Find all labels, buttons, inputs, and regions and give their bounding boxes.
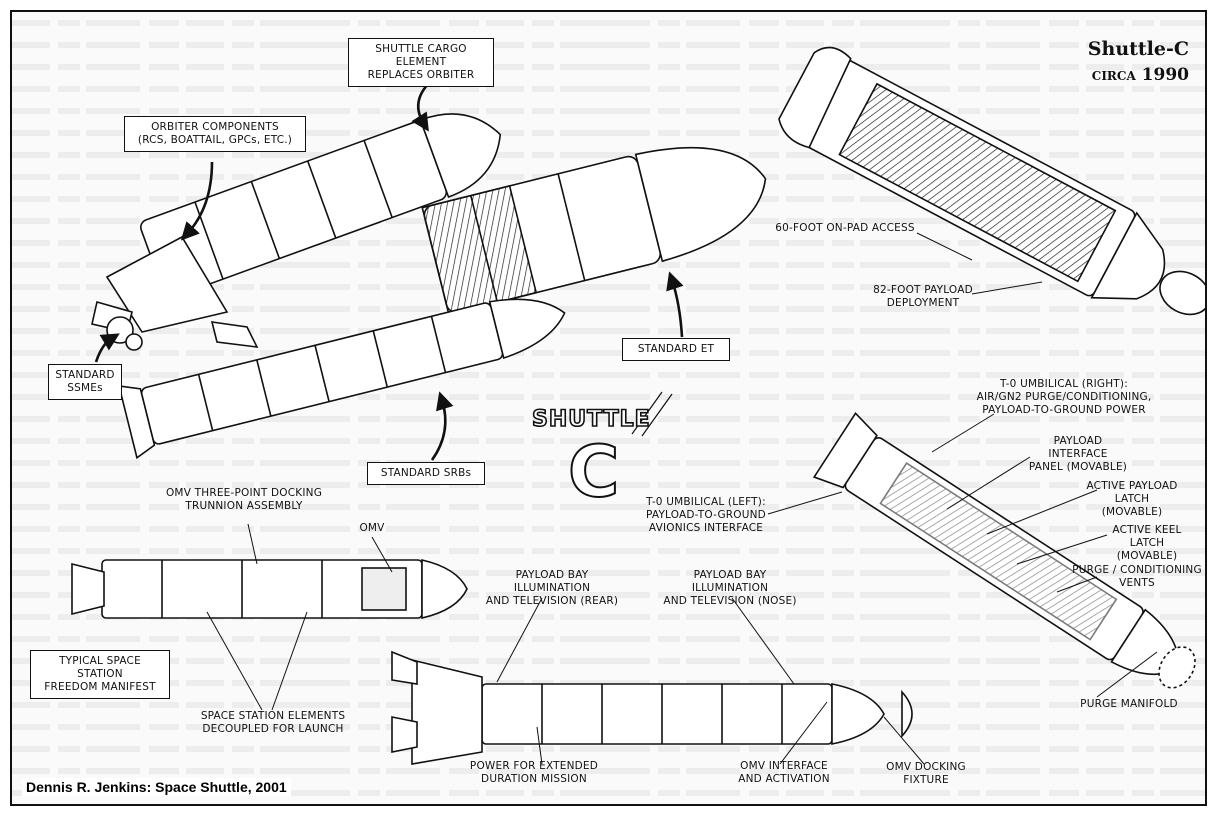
shuttle-cargo-element-drawing <box>140 113 502 299</box>
label-payload-interface-panel: PAYLOAD INTERFACE PANEL (MOVABLE) <box>1028 435 1128 473</box>
label-typical-manifest: TYPICAL SPACE STATION FREEDOM MANIFEST <box>30 650 170 699</box>
extended-duration-vehicle-drawing <box>391 650 913 765</box>
leader-onpad-access <box>916 232 973 261</box>
label-standard-ssmes: STANDARD SSMEs <box>48 364 122 400</box>
leader-bay-nose <box>731 597 795 685</box>
label-payload-deployment: 82-FOOT PAYLOAD DEPLOYMENT <box>873 284 973 309</box>
label-purge-manifold: PURGE MANIFOLD <box>1080 698 1178 710</box>
leader-trunnion <box>247 523 258 565</box>
leader-docking-fixture <box>883 716 925 765</box>
diagram-frame: Shuttle-C circa 1990 SHUTTLE C SHUTTLE C… <box>10 10 1207 806</box>
title-line-2: circa 1990 <box>1091 65 1189 85</box>
arrow-standard-et <box>666 271 684 338</box>
leader-omv <box>371 536 393 573</box>
title-line-1: Shuttle-C <box>1087 38 1189 60</box>
label-standard-srbs: STANDARD SRBs <box>367 462 485 485</box>
label-t0-umbilical-left: T-0 UMBILICAL (LEFT): PAYLOAD-TO-GROUND … <box>646 496 766 534</box>
leader-keel-latch <box>1016 534 1108 565</box>
leader-purge-manifold <box>1096 651 1158 698</box>
label-omv-interface: OMV INTERFACE AND ACTIVATION <box>738 760 830 785</box>
leader-power <box>536 726 543 765</box>
label-bay-illumination-rear: PAYLOAD BAY ILLUMINATION AND TELEVISION … <box>485 569 619 607</box>
leader-station-elements-2 <box>271 611 308 711</box>
diagram-title: Shuttle-C circa 1990 <box>1088 36 1189 88</box>
arrow-standard-srbs <box>430 391 454 461</box>
leader-t0-left <box>767 491 843 515</box>
arrow-ssmes <box>94 333 120 363</box>
leader-omv-interface <box>779 701 828 765</box>
leader-bay-rear <box>496 597 543 683</box>
arrow-orbiter-components <box>180 161 214 241</box>
label-t0-umbilical-right: T-0 UMBILICAL (RIGHT): AIR/GN2 PURGE/CON… <box>976 378 1152 416</box>
external-tank-drawing <box>421 146 767 316</box>
space-station-manifest-drawing <box>71 558 468 620</box>
cargo-element-detail-drawing <box>812 412 1196 689</box>
label-cargo-element: SHUTTLE CARGO ELEMENT REPLACES ORBITER <box>348 38 494 87</box>
label-omv: OMV <box>359 522 385 534</box>
label-power-extended: POWER FOR EXTENDED DURATION MISSION <box>469 760 599 785</box>
shuttle-c-cutaway-drawing <box>778 46 1205 316</box>
label-station-elements: SPACE STATION ELEMENTS DECOUPLED FOR LAU… <box>200 710 346 735</box>
image-credit: Dennis R. Jenkins: Space Shuttle, 2001 <box>22 778 291 796</box>
shuttle-c-illustration <box>12 12 1205 804</box>
leader-station-elements-1 <box>206 611 263 711</box>
label-omv-docking-trunnion: OMV THREE-POINT DOCKING TRUNNION ASSEMBL… <box>165 487 323 512</box>
label-bay-illumination-nose: PAYLOAD BAY ILLUMINATION AND TELEVISION … <box>663 569 797 607</box>
label-active-keel-latch: ACTIVE KEEL LATCH (MOVABLE) <box>1112 524 1182 562</box>
label-standard-et: STANDARD ET <box>622 338 730 361</box>
logo-streaks <box>631 391 673 437</box>
leader-interface-panel <box>946 456 1031 510</box>
label-onpad-access: 60-FOOT ON-PAD ACCESS <box>775 222 915 234</box>
leader-payload-deployment <box>971 281 1043 295</box>
label-omv-docking-fixture: OMV DOCKING FIXTURE <box>886 761 966 786</box>
shuttle-c-logo: SHUTTLE C <box>531 406 651 514</box>
label-orbiter-components: ORBITER COMPONENTS (RCS, BOATTAIL, GPCs,… <box>124 116 306 152</box>
solid-rocket-booster-drawing <box>117 298 566 460</box>
label-active-payload-latch: ACTIVE PAYLOAD LATCH (MOVABLE) <box>1086 480 1178 518</box>
leader-t0-right <box>931 413 995 453</box>
label-purge-vents: PURGE / CONDITIONING VENTS <box>1072 564 1202 589</box>
logo-letter: C <box>568 431 619 513</box>
leader-payload-latch <box>986 489 1098 535</box>
leader-purge-vents <box>1056 576 1098 593</box>
logo-word: SHUTTLE <box>532 407 651 432</box>
